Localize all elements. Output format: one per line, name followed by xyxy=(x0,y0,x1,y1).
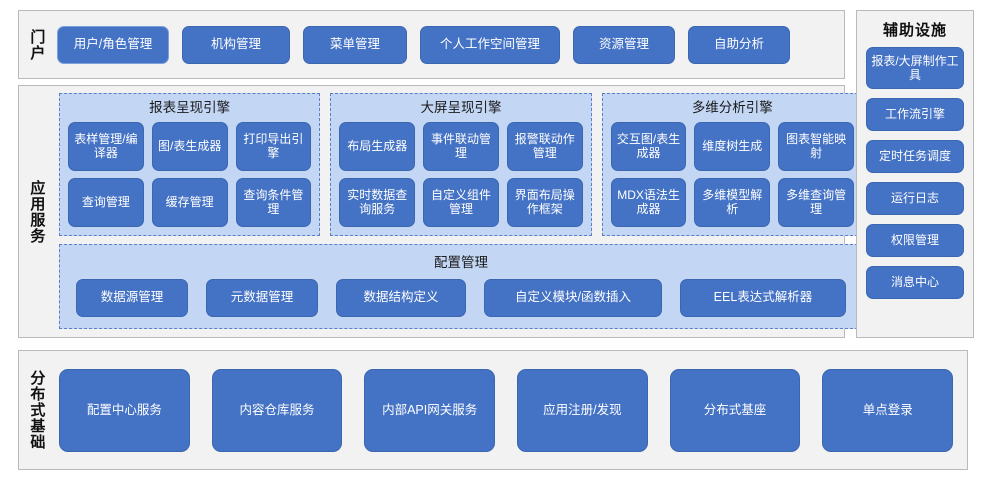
distributed-base-button-group: 配置中心服务 内容仓库服务 内部API网关服务 应用注册/发现 分布式基座 单点… xyxy=(53,351,967,469)
auxiliary-facilities-items: 报表/大屏制作工具 工作流引擎 定时任务调度 运行日志 权限管理 消息中心 xyxy=(866,47,964,299)
portal-button-group: 用户/角色管理 机构管理 菜单管理 个人工作空间管理 资源管理 自助分析 xyxy=(53,11,844,78)
engine-item-query-condition-management[interactable]: 查询条件管理 xyxy=(235,177,312,227)
engine-item-interactive-chart-table-generator[interactable]: 交互图/表生成器 xyxy=(610,121,687,171)
distributed-base-layer-panel: 分布式基础 配置中心服务 内容仓库服务 内部API网关服务 应用注册/发现 分布… xyxy=(18,350,968,470)
base-button-internal-api-gateway-service[interactable]: 内部API网关服务 xyxy=(364,368,496,452)
engine-item-print-export-engine[interactable]: 打印导出引擎 xyxy=(235,121,312,171)
engine-item-chart-table-generator[interactable]: 图/表生成器 xyxy=(151,121,228,171)
config-item-datasource-management[interactable]: 数据源管理 xyxy=(76,278,188,317)
aux-item-report-bigscreen-authoring-tool[interactable]: 报表/大屏制作工具 xyxy=(866,47,964,89)
engine-item-dimension-tree-generation[interactable]: 维度树生成 xyxy=(694,121,771,171)
engine-item-alarm-action-management[interactable]: 报警联动作管理 xyxy=(506,121,583,171)
application-services-body: 报表呈现引擎 表样管理/编译器 图/表生成器 打印导出引擎 查询管理 缓存管理 … xyxy=(53,86,871,337)
base-button-distributed-foundation[interactable]: 分布式基座 xyxy=(669,368,801,452)
portal-button-resource-management[interactable]: 资源管理 xyxy=(573,25,675,64)
engine-item-multidimensional-query-management[interactable]: 多维查询管理 xyxy=(778,177,854,227)
aux-item-runtime-log[interactable]: 运行日志 xyxy=(866,182,964,215)
base-button-config-center-service[interactable]: 配置中心服务 xyxy=(59,368,190,452)
configuration-management-title: 配置管理 xyxy=(434,255,488,270)
portal-button-self-service-analysis[interactable]: 自助分析 xyxy=(688,25,790,64)
aux-item-permission-management[interactable]: 权限管理 xyxy=(866,224,964,257)
auxiliary-facilities-panel: 辅助设施 报表/大屏制作工具 工作流引擎 定时任务调度 运行日志 权限管理 消息… xyxy=(856,10,974,338)
config-item-custom-module-function-insertion[interactable]: 自定义模块/函数插入 xyxy=(484,278,662,317)
engine-item-mdx-syntax-generator[interactable]: MDX语法生成器 xyxy=(610,177,687,227)
engine-item-cache-management[interactable]: 缓存管理 xyxy=(151,177,228,227)
engine-item-chart-smart-mapping[interactable]: 图表智能映射 xyxy=(778,121,854,171)
config-item-data-structure-definition[interactable]: 数据结构定义 xyxy=(336,278,466,317)
portal-layer-panel: 门户 用户/角色管理 机构管理 菜单管理 个人工作空间管理 资源管理 自助分析 xyxy=(18,10,845,79)
engine-group-row: 报表呈现引擎 表样管理/编译器 图/表生成器 打印导出引擎 查询管理 缓存管理 … xyxy=(59,93,863,236)
aux-item-message-center[interactable]: 消息中心 xyxy=(866,266,964,299)
engine-item-realtime-data-query-service[interactable]: 实时数据查询服务 xyxy=(339,177,416,227)
report-presentation-engine-items: 表样管理/编译器 图/表生成器 打印导出引擎 查询管理 缓存管理 查询条件管理 xyxy=(68,121,312,227)
config-item-metadata-management[interactable]: 元数据管理 xyxy=(206,278,318,317)
engine-item-multidimensional-model-parsing[interactable]: 多维模型解析 xyxy=(694,177,771,227)
application-services-layer-label: 应用服务 xyxy=(28,179,46,244)
engine-item-query-management[interactable]: 查询管理 xyxy=(68,177,144,227)
engine-item-custom-component-management[interactable]: 自定义组件管理 xyxy=(423,177,499,227)
report-presentation-engine-title: 报表呈现引擎 xyxy=(149,100,231,115)
configuration-management-items: 数据源管理 元数据管理 数据结构定义 自定义模块/函数插入 EEL表达式解析器 xyxy=(70,276,852,319)
report-presentation-engine-group: 报表呈现引擎 表样管理/编译器 图/表生成器 打印导出引擎 查询管理 缓存管理 … xyxy=(59,93,321,236)
portal-button-personal-workspace-management[interactable]: 个人工作空间管理 xyxy=(420,25,560,64)
engine-item-report-template-manager[interactable]: 表样管理/编译器 xyxy=(68,121,144,171)
bigscreen-presentation-engine-title: 大屏呈现引擎 xyxy=(420,100,502,115)
auxiliary-facilities-title: 辅助设施 xyxy=(882,22,947,39)
engine-item-layout-generator[interactable]: 布局生成器 xyxy=(339,121,416,171)
aux-item-scheduled-task-scheduler[interactable]: 定时任务调度 xyxy=(866,140,964,173)
aux-item-workflow-engine[interactable]: 工作流引擎 xyxy=(866,98,964,131)
multidimensional-analysis-engine-group: 多维分析引擎 交互图/表生成器 维度树生成 图表智能映射 MDX语法生成器 多维… xyxy=(601,93,863,236)
configuration-management-group: 配置管理 数据源管理 元数据管理 数据结构定义 自定义模块/函数插入 EEL表达… xyxy=(59,244,863,329)
base-button-single-sign-on[interactable]: 单点登录 xyxy=(822,368,954,452)
application-services-layer-panel: 应用服务 报表呈现引擎 表样管理/编译器 图/表生成器 打印导出引擎 查询管理 … xyxy=(18,85,863,338)
portal-button-menu-management[interactable]: 菜单管理 xyxy=(303,25,407,64)
bigscreen-presentation-engine-group: 大屏呈现引擎 布局生成器 事件联动管理 报警联动作管理 实时数据查询服务 自定义… xyxy=(330,93,592,236)
base-button-content-repository-service[interactable]: 内容仓库服务 xyxy=(211,368,343,452)
engine-item-event-linkage-management[interactable]: 事件联动管理 xyxy=(423,121,499,171)
base-button-app-registration-discovery[interactable]: 应用注册/发现 xyxy=(517,368,648,452)
engine-item-ui-layout-operation-framework[interactable]: 界面布局操作框架 xyxy=(506,177,583,227)
multidimensional-analysis-engine-title: 多维分析引擎 xyxy=(691,100,773,115)
bigscreen-presentation-engine-items: 布局生成器 事件联动管理 报警联动作管理 实时数据查询服务 自定义组件管理 界面… xyxy=(339,121,583,227)
portal-button-user-role-management[interactable]: 用户/角色管理 xyxy=(57,25,169,64)
multidimensional-analysis-engine-items: 交互图/表生成器 维度树生成 图表智能映射 MDX语法生成器 多维模型解析 多维… xyxy=(610,121,854,227)
distributed-base-layer-label: 分布式基础 xyxy=(28,370,46,450)
portal-button-org-management[interactable]: 机构管理 xyxy=(182,25,290,64)
portal-layer-label: 门户 xyxy=(28,28,46,61)
config-item-eel-expression-parser[interactable]: EEL表达式解析器 xyxy=(680,278,846,317)
